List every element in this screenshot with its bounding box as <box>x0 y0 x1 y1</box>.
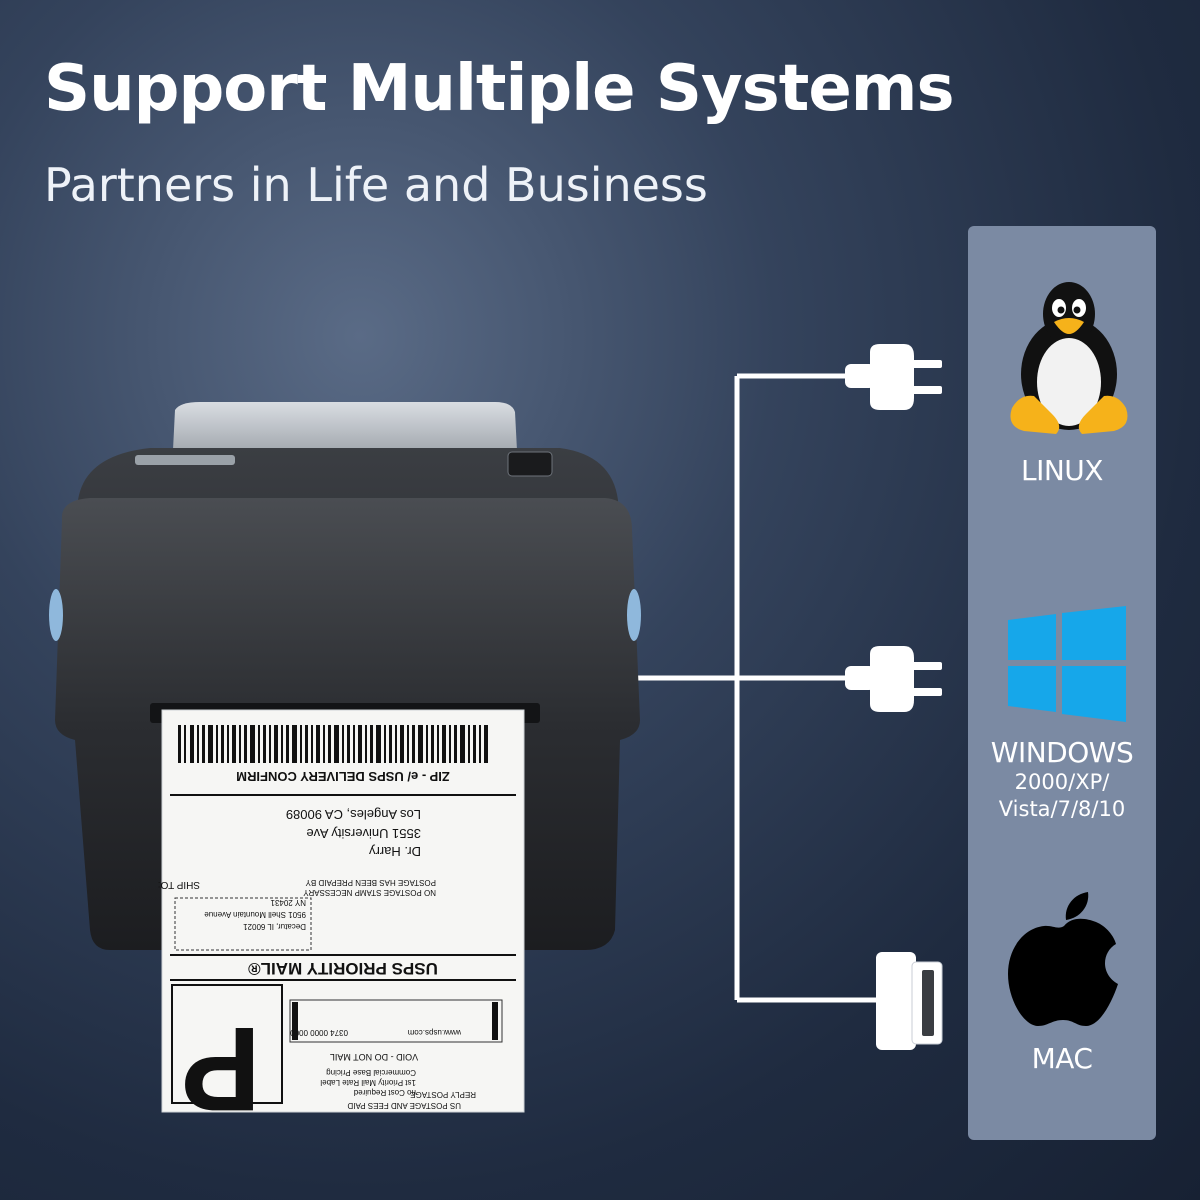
os-versions-line2: Vista/7/8/10 <box>998 797 1126 821</box>
side-light-right <box>627 589 641 641</box>
label-letter-box <box>171 984 283 1104</box>
label-priority: USPS PRIORITY MAIL® <box>248 959 438 978</box>
os-item-windows: WINDOWS 2000/XP/ Vista/7/8/10 <box>968 606 1156 823</box>
label-from-3: NY 20431 <box>270 898 306 907</box>
label-barcode-top <box>178 725 488 763</box>
label-return-box <box>174 897 312 951</box>
label-line-e: no Cost Required <box>354 1088 416 1097</box>
os-label-mac: MAC <box>1031 1042 1093 1075</box>
subheadline: Partners in Life and Business <box>44 158 708 212</box>
power-plug-middle <box>845 646 942 712</box>
headline: Support Multiple Systems <box>44 52 955 126</box>
os-item-linux: LINUX <box>968 276 1156 487</box>
label-notice-2: NO POSTAGE STAMP NECESSARY <box>303 888 436 897</box>
label-city: Los Angeles, CA 90089 <box>286 807 421 822</box>
label-line-a: www.usps.com <box>407 1028 462 1037</box>
os-versions-line1: 2000/XP/ <box>1014 770 1110 794</box>
feed-button <box>507 451 553 477</box>
label-big-letter: P <box>181 1002 261 1136</box>
label-top-line: ZIP - e/ USPS DELIVERY CONFIRM <box>236 769 450 784</box>
label-line-f: REPLY POSTAGE <box>410 1090 476 1099</box>
label-void: VOID - DO NOT MAIL <box>330 1052 418 1062</box>
tux-penguin-icon <box>1010 282 1128 434</box>
label-notice-1: POSTAGE HAS BEEN PREPAID BY <box>305 878 436 887</box>
parallel-connector-bottom <box>876 952 943 1050</box>
label-street: 3551 University Ave <box>306 826 421 841</box>
apple-logo-icon <box>1008 892 1118 1026</box>
os-item-mac: MAC <box>968 892 1156 1075</box>
label-from-1: Decatur, IL 60021 <box>243 922 306 931</box>
label-ship-to: SHIP TO: <box>158 879 200 890</box>
shipping-label: ZIP - e/ USPS DELIVERY CONFIRM SHIP TO: … <box>158 709 525 1136</box>
label-void-box <box>289 999 503 1043</box>
label-line-g: US POSTAGE AND FEES PAID <box>347 1101 461 1110</box>
label-line-d: 1st Priority Mail Rate Label <box>320 1078 416 1087</box>
side-light-left <box>49 589 63 641</box>
label-line-c: Commercial Base Pricing <box>326 1068 416 1077</box>
os-label-linux: LINUX <box>1021 454 1103 487</box>
os-support-panel: LINUX WINDOWS 2000/XP/ Vista/7/8/10 MAC <box>968 226 1156 1140</box>
windows-logo-icon <box>1008 606 1126 722</box>
power-plug-top <box>845 344 942 410</box>
label-line-b: 0374 0000 0000 <box>290 1028 348 1037</box>
usb-cable-tree <box>630 373 880 1003</box>
status-led-strip <box>135 455 235 465</box>
label-name: Dr. Harry <box>369 844 422 859</box>
label-from-2: 9501 Shell Mountain Avenue <box>204 910 306 919</box>
os-label-windows: WINDOWS <box>990 736 1134 769</box>
